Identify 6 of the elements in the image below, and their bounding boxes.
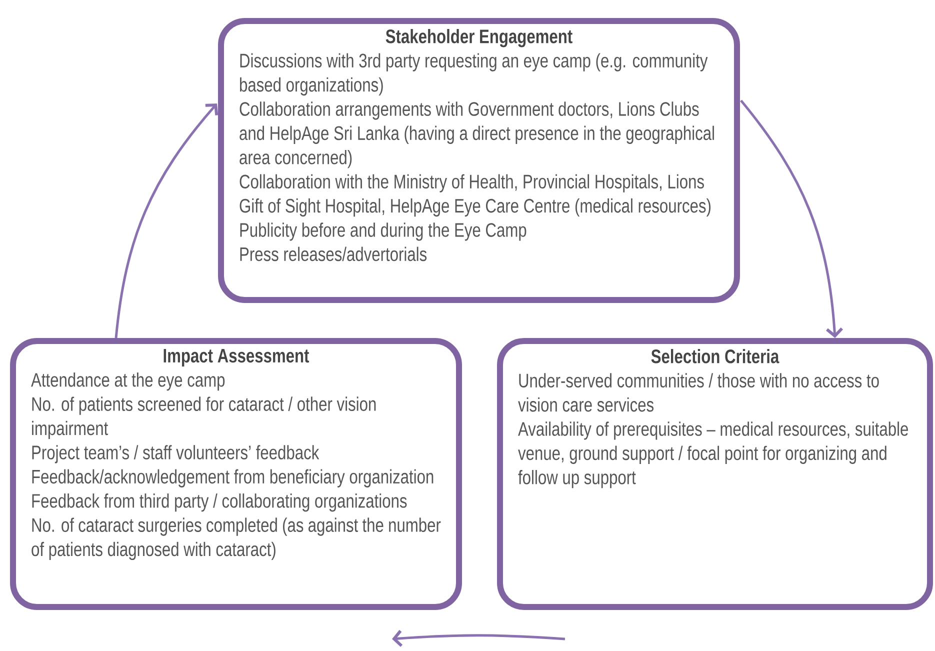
arrow (740, 100, 843, 338)
process-box: Selection Criteria Under-served communities / those with no access to vision care services Availability of prerequisites – medical resources, suitable venue, ground support / focal point for organizing and follow up support (497, 338, 933, 610)
process-box: Stakeholder Engagement Discussions with 3rd party requesting an eye camp (e.g. community based organizations) Collaboration arrangements with Government doctors, Lions Clubs and HelpAge Sri Lanka (having a direct presence in the geographical area concerned) Collaboration with the Ministry of Health, Provincial Hospitals, Lions Gift of Sight Hospital, HelpAge Eye Care Centre (medical resources) Publicity before and during the Eye Camp Press releases/advertorials (218, 18, 740, 303)
process-box: Impact Assessment Attendance at the eye camp No. of patients screened for cataract / other vision impairment Project team’s / staff volunteers’ feedback Feedback/acknowledgement from beneficiary organization Feedback from third party / collaborating organizations No. of cataract surgeries completed (as against the number of patients diagnosed with cataract) (10, 338, 462, 610)
arrow (392, 630, 566, 647)
arrow (114, 104, 218, 338)
